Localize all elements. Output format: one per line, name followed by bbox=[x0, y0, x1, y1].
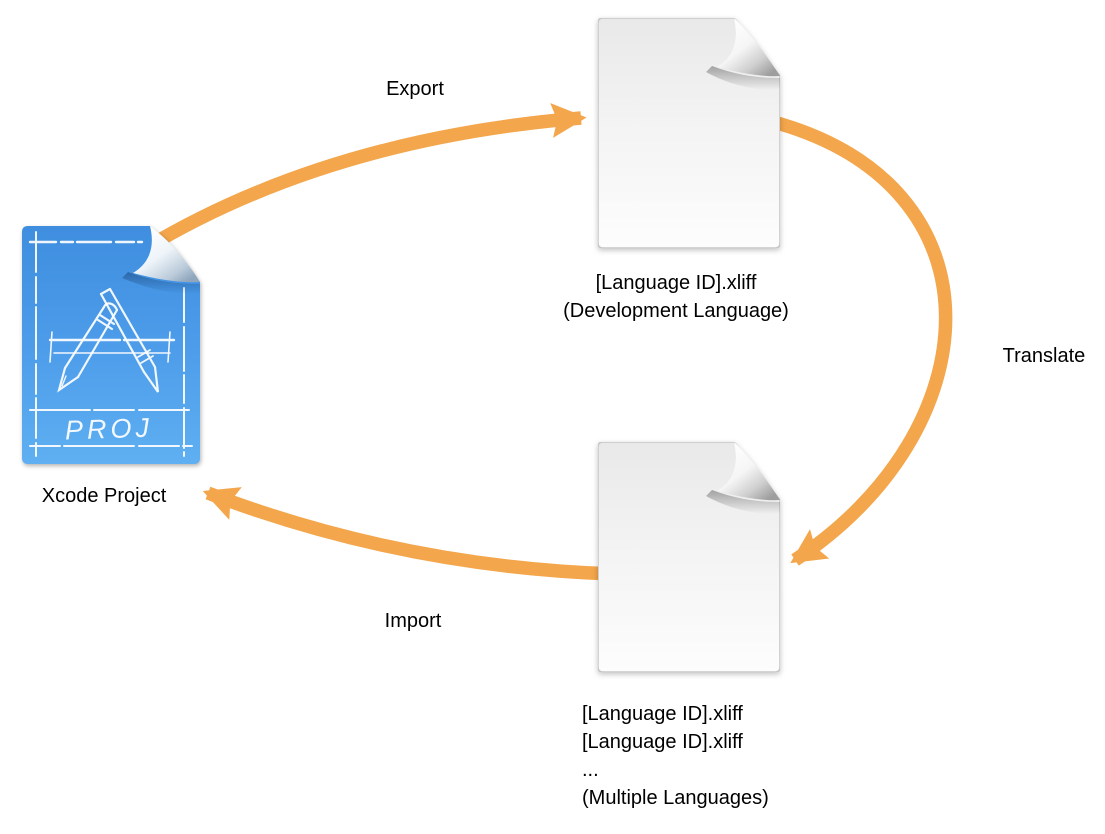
dev-xliff-language-note: (Development Language) bbox=[563, 300, 789, 322]
corner-fold-shadow bbox=[706, 490, 780, 515]
export-arrow-icon bbox=[142, 102, 587, 254]
xcode-project-label: Xcode Project bbox=[41, 485, 167, 507]
translate-arrow-label: Translate bbox=[1002, 345, 1086, 367]
corner-fold-curl bbox=[717, 442, 780, 501]
corner-fold-shadow bbox=[122, 272, 200, 295]
multi-xliff-document-icon bbox=[598, 442, 780, 672]
pencil-icon bbox=[57, 302, 119, 393]
brush-icon bbox=[99, 287, 160, 393]
multi-xliff-language-note: (Multiple Languages) bbox=[582, 787, 769, 809]
import-arrow-label: Import bbox=[384, 610, 442, 632]
multi-xliff-label: [Language ID].xliff [Language ID].xliff … bbox=[582, 700, 862, 812]
corner-fold-shadow bbox=[706, 66, 780, 91]
import-arrow-icon bbox=[202, 486, 615, 581]
multi-xliff-filename-2: [Language ID].xliff bbox=[582, 731, 743, 753]
dev-xliff-document-icon bbox=[598, 18, 780, 248]
translate-arrow-icon bbox=[768, 114, 953, 566]
dev-xliff-label: [Language ID].xliff (Development Languag… bbox=[526, 269, 826, 325]
xcode-project-icon: PROJ bbox=[22, 226, 200, 464]
multi-xliff-filename-1: [Language ID].xliff bbox=[582, 703, 743, 725]
corner-fold-curl bbox=[717, 18, 780, 77]
blueprint-sketch-lines bbox=[28, 231, 193, 457]
multi-xliff-ellipsis: ... bbox=[582, 759, 599, 781]
corner-fold-curl bbox=[133, 226, 200, 283]
dev-xliff-filename: [Language ID].xliff bbox=[595, 272, 757, 294]
proj-badge-text: PROJ bbox=[64, 412, 153, 445]
export-arrow-label: Export bbox=[386, 78, 444, 100]
